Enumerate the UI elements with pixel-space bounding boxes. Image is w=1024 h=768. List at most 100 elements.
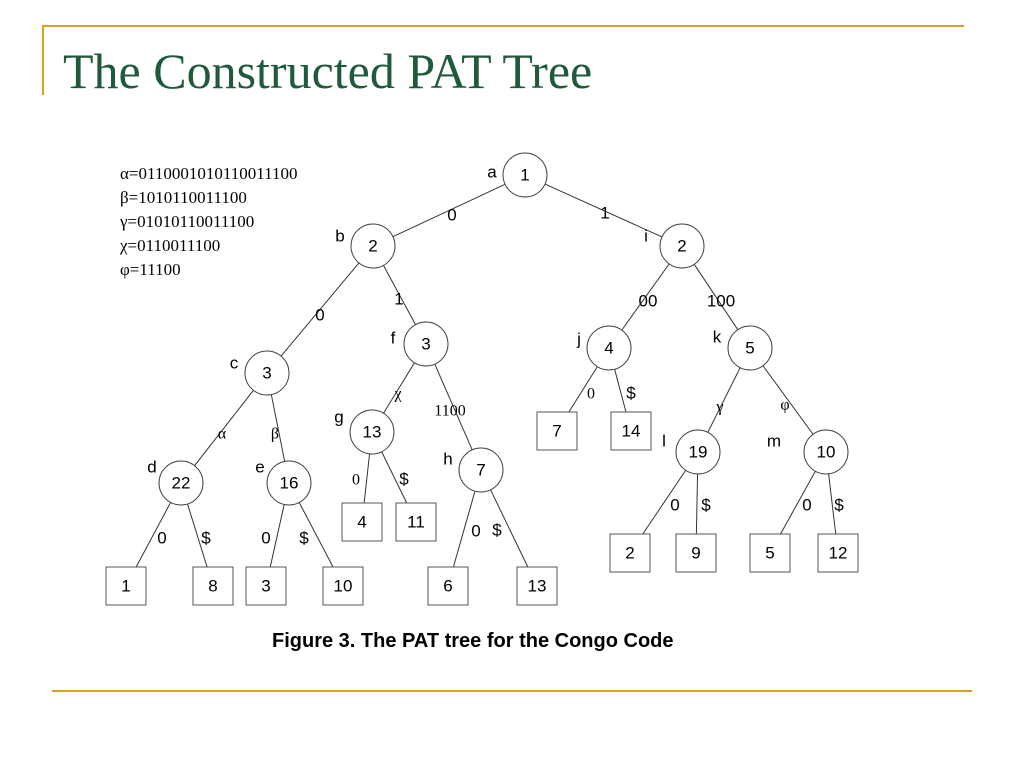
- node-b-value: 2: [368, 236, 377, 255]
- node-d-value: 22: [172, 473, 191, 492]
- edge-b-c: [280, 262, 360, 357]
- edge-label-h-leaf-h0: 0: [471, 521, 480, 540]
- edge-label-j-leaf-j1: $: [626, 383, 636, 402]
- node-k-name: k: [713, 327, 722, 346]
- top-rule: [42, 25, 964, 27]
- node-j-name: j: [576, 329, 581, 348]
- edge-label-g-leaf-g1: $: [399, 469, 409, 488]
- edge-label-m-leaf-m0: 0: [802, 495, 811, 514]
- leaf-j1-value: 14: [622, 421, 641, 440]
- leaf-g1-box: [395, 502, 437, 542]
- node-a-value: 1: [520, 165, 529, 184]
- edge-d-leaf-d0: [135, 502, 172, 568]
- edge-m-leaf-m0: [780, 470, 816, 535]
- node-d-name: d: [147, 457, 156, 476]
- node-m-circle: [803, 429, 849, 475]
- leaf-d1-value: 8: [208, 576, 217, 595]
- leaf-j0-box: [536, 411, 578, 451]
- leaf-h0-value: 6: [443, 576, 452, 595]
- leaf-e0-box: [245, 566, 287, 606]
- node-l-value: 19: [689, 442, 708, 461]
- edge-c-e: [270, 394, 286, 462]
- edge-e-leaf-e0: [269, 504, 285, 568]
- edge-label-l-leaf-l1: $: [701, 495, 711, 514]
- leaf-m0-box: [749, 533, 791, 573]
- legend-alpha: α=0110001010110011100: [120, 164, 298, 183]
- node-l-name: l: [662, 431, 666, 450]
- leaf-m1-box: [817, 533, 859, 573]
- node-c-name: c: [230, 353, 239, 372]
- node-i-circle: [659, 223, 705, 269]
- node-m-value: 10: [817, 442, 836, 461]
- node-k-value: 5: [745, 338, 754, 357]
- leaf-h1-box: [516, 566, 558, 606]
- node-h-name: h: [443, 449, 452, 468]
- legend-gamma: γ=01010110011100: [120, 212, 255, 231]
- node-j-circle: [586, 325, 632, 371]
- edge-g-leaf-g0: [363, 453, 371, 504]
- edge-label-i-j: 00: [639, 291, 658, 310]
- edge-i-j: [621, 263, 670, 331]
- edge-k-l: [707, 367, 741, 433]
- leaf-l0-value: 2: [625, 543, 634, 562]
- edge-h-leaf-h0: [452, 491, 476, 568]
- edge-label-d-leaf-d0: 0: [157, 528, 166, 547]
- node-e-value: 16: [280, 473, 299, 492]
- edge-d-leaf-d1: [187, 503, 208, 568]
- slide-title: The Constructed PAT Tree: [63, 43, 593, 99]
- edge-f-g: [383, 362, 415, 414]
- edge-label-a-b: 0: [447, 205, 456, 224]
- edge-i-k: [693, 264, 739, 330]
- leaf-d0-box: [105, 566, 147, 606]
- edge-b-f: [383, 265, 416, 325]
- node-g-circle: [349, 409, 395, 455]
- legend: α=0110001010110011100 β=1010110011100 γ=…: [120, 162, 297, 282]
- edge-label-l-leaf-l0: 0: [670, 495, 679, 514]
- node-l-circle: [675, 429, 721, 475]
- node-a-name: a: [487, 162, 497, 181]
- edge-label-e-leaf-e1: $: [299, 528, 309, 547]
- edge-label-f-h: 1100: [434, 403, 465, 420]
- node-b-name: b: [335, 226, 344, 245]
- node-m-name: m: [767, 431, 781, 450]
- leaf-d0-value: 1: [121, 576, 130, 595]
- leaf-l1-value: 9: [691, 543, 700, 562]
- edge-e-leaf-e1: [298, 502, 334, 568]
- edge-l-leaf-l0: [642, 469, 687, 535]
- node-f-name: f: [391, 328, 396, 347]
- edge-label-e-leaf-e0: 0: [261, 528, 270, 547]
- leaf-l1-box: [675, 533, 717, 573]
- node-i-value: 2: [677, 236, 686, 255]
- edge-label-g-leaf-g0: 0: [352, 472, 360, 489]
- leaf-d1-box: [192, 566, 234, 606]
- leaf-j1-box: [610, 411, 652, 451]
- node-h-value: 7: [476, 460, 485, 479]
- legend-chi: χ=0110011100: [120, 236, 221, 255]
- node-f-circle: [403, 321, 449, 367]
- node-j-value: 4: [604, 338, 613, 357]
- leaf-m1-value: 12: [829, 543, 848, 562]
- legend-phi: φ=11100: [120, 260, 181, 279]
- leaf-e1-value: 10: [334, 576, 353, 595]
- leaf-m0-value: 5: [765, 543, 774, 562]
- edge-label-b-f: 1: [394, 289, 403, 308]
- edge-label-h-leaf-h1: $: [492, 520, 502, 539]
- legend-beta: β=1010110011100: [120, 188, 247, 207]
- node-k-circle: [727, 325, 773, 371]
- side-rule: [42, 25, 44, 95]
- edge-label-a-i: 1: [600, 203, 609, 222]
- leaf-h1-value: 13: [528, 576, 547, 595]
- node-a-circle: [502, 152, 548, 198]
- leaf-g0-box: [341, 502, 383, 542]
- node-c-value: 3: [262, 363, 271, 382]
- leaf-e1-box: [322, 566, 364, 606]
- node-g-value: 13: [363, 422, 382, 441]
- edge-m-leaf-m1: [828, 473, 837, 535]
- edge-c-d: [194, 390, 254, 466]
- edge-label-i-k: 100: [707, 291, 735, 310]
- node-e-circle: [266, 460, 312, 506]
- leaf-l0-box: [609, 533, 651, 573]
- edge-f-h: [434, 363, 473, 451]
- edge-j-leaf-j0: [568, 366, 598, 413]
